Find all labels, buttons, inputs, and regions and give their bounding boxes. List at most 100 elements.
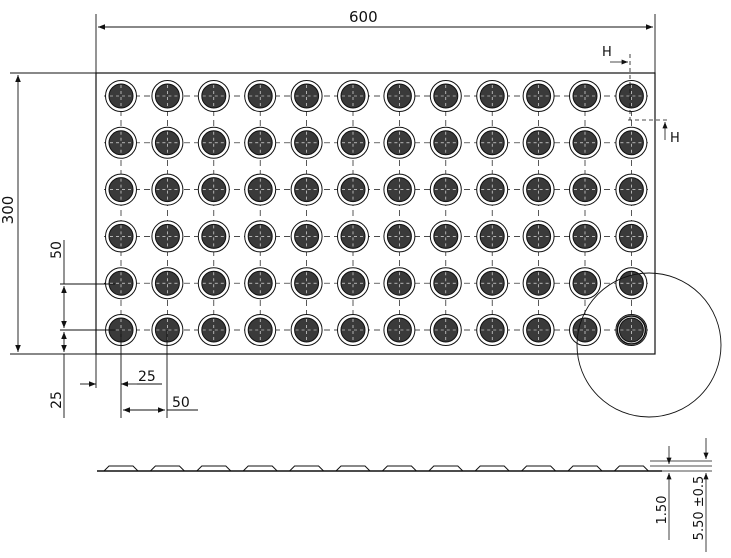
stud [197,126,230,159]
stud [383,126,416,159]
stud-top [294,83,320,109]
stud-height-label: 1.50 [655,496,670,525]
stud-top [526,270,552,296]
stud [197,314,230,346]
stud-top [201,270,227,296]
stud [290,314,323,346]
stud-top [294,317,320,343]
stud-top [479,83,505,109]
horizontal-offset-dimension: 25 [80,330,162,418]
stud-top [201,130,227,156]
stud-top [386,177,412,203]
stud-top [386,130,412,156]
width-dimension: 600 [95,8,656,73]
stud-top [294,177,320,203]
stud [337,267,369,300]
stud [105,80,137,112]
height-dimension: 300 [0,72,96,355]
stud-top [526,177,552,203]
stud-detail-ring [616,315,647,345]
stud [337,173,369,206]
stud [429,267,462,300]
stud-top [294,223,320,249]
stud [476,80,509,112]
stud-top [201,83,227,109]
stud-top [108,130,134,156]
stud-top [247,83,273,109]
stud-top [386,317,412,343]
stud-centerlines [104,80,648,346]
stud [337,80,369,112]
stud [105,220,137,253]
stud-top [340,83,366,109]
stud [197,267,230,300]
stud-top [526,223,552,249]
stud-top [108,177,134,203]
stud [244,314,277,346]
stud-top [618,223,644,249]
stud [569,173,601,206]
stud [151,220,184,253]
stud-top [154,130,180,156]
profile-stud [103,465,139,472]
stud [476,267,509,300]
corner-offset-detail: H H [602,45,680,146]
profile-stud [521,465,556,472]
stud-top [526,130,552,156]
stud-top [340,223,366,249]
stud-top [294,130,320,156]
stud [569,80,601,112]
stud-top [572,83,598,109]
profile-dimensions: 1.50 5.50 ±0.5 [650,438,712,552]
stud-top [201,317,227,343]
stud [615,80,648,112]
stud [244,220,277,253]
stud [522,267,555,300]
stud-top [479,317,505,343]
stud-top [247,270,273,296]
stud-top [572,317,598,343]
stud-grid [105,80,648,346]
stud [105,126,137,159]
stud-top [154,270,180,296]
horizontal-pitch-label: 50 [172,395,190,411]
stud [522,126,555,159]
stud [105,267,137,300]
stud [476,126,509,159]
stud [290,220,323,253]
stud-top [618,83,644,109]
stud [522,80,555,112]
stud [290,80,323,112]
stud [290,126,323,159]
vertical-offset-label: 25 [49,391,65,409]
stud [290,267,323,300]
stud [383,173,416,206]
stud-top [618,317,644,343]
stud-top [108,83,134,109]
stud-top [386,83,412,109]
stud-top [154,177,180,203]
stud [105,173,137,206]
stud [244,126,277,159]
stud-top [433,130,459,156]
stud [383,314,416,346]
stud [476,173,509,206]
stud [522,173,555,206]
stud-top [247,223,273,249]
stud [151,126,184,159]
stud [337,314,369,346]
stud-top [618,130,644,156]
stud [429,220,462,253]
stud-top [433,317,459,343]
stud [383,80,416,112]
stud [569,220,601,253]
stud [569,314,601,346]
width-label: 600 [349,8,378,26]
stud [244,267,277,300]
stud [615,267,648,300]
stud [429,80,462,112]
stud [522,314,555,346]
profile-stud [196,465,232,472]
plate-thickness-label: 5.50 ±0.5 [692,476,707,541]
